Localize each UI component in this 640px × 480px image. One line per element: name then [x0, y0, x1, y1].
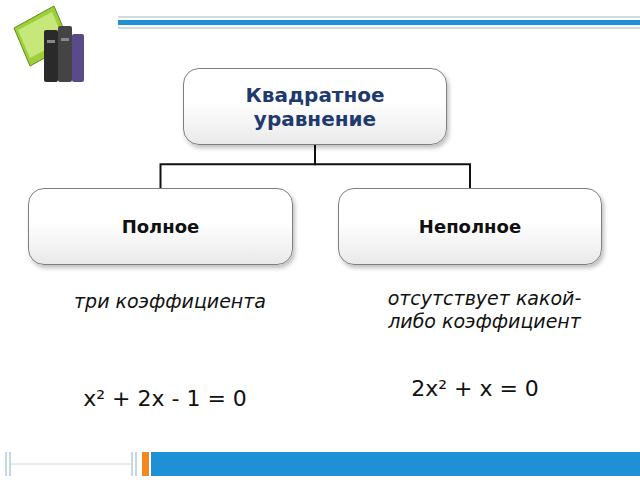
top-rule: [118, 17, 640, 18]
top-rule: [118, 28, 640, 29]
equation-text: 2x² + x = 0: [375, 376, 575, 402]
equation-text: x² + 2x - 1 = 0: [55, 386, 275, 412]
tree-connector: [315, 145, 470, 188]
bottom-bar: [151, 452, 640, 476]
category-box: Неполное: [338, 188, 602, 265]
root-box: Квадратное уравнение: [183, 68, 447, 145]
box-text: Полное: [122, 216, 200, 238]
bottom-rule: [136, 452, 137, 476]
box-text: Квадратное уравнение: [198, 83, 432, 131]
top-bar: [118, 20, 640, 25]
description-text: три коэффициента: [55, 290, 285, 313]
description-text: отсутствует какой-либо коэффициент: [382, 287, 587, 333]
books-icon: [14, 6, 84, 82]
orange-block: [142, 452, 149, 476]
tree-connector: [161, 145, 316, 188]
category-box: Полное: [28, 188, 293, 265]
bottom-rule: [6, 452, 7, 476]
box-text: Неполное: [419, 216, 521, 238]
bottom-rule: [10, 464, 132, 465]
